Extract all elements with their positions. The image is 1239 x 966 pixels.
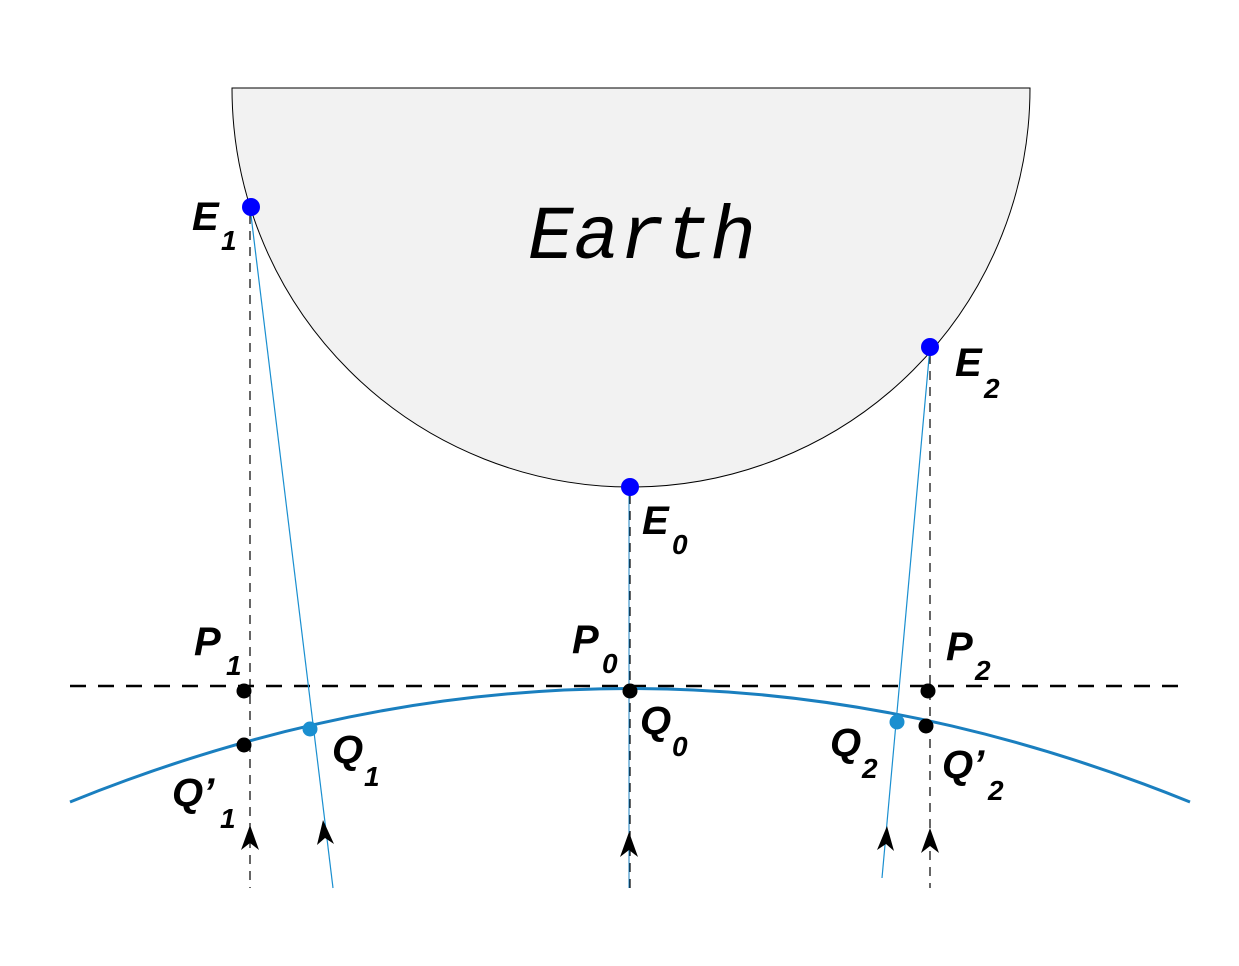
arrow-right-vertical: [921, 828, 939, 853]
slant-ray-2: [881, 346, 931, 879]
arrow-left-vertical: [241, 825, 259, 850]
point-e2: [921, 338, 939, 356]
label-q0-sub: 0: [672, 731, 688, 762]
label-p1-sub: 1: [226, 650, 242, 681]
label-e1-sub: 1: [221, 225, 237, 256]
arrow-right-slant: [877, 826, 894, 851]
label-q2-prime: Q’: [942, 743, 985, 787]
label-e2-sub: 2: [983, 373, 1000, 404]
label-e2: E: [955, 341, 983, 385]
label-p0-sub: 0: [602, 648, 618, 679]
label-p1: P: [194, 620, 221, 664]
label-q2-prime-sub: 2: [987, 775, 1004, 806]
point-q1: [302, 721, 318, 737]
label-p2: P: [946, 625, 973, 669]
point-q2: [889, 714, 905, 730]
label-q1-prime: Q’: [172, 771, 215, 815]
label-q2: Q: [830, 721, 861, 765]
label-q1: Q: [332, 728, 363, 772]
label-e1: E: [192, 195, 220, 239]
arrow-left-slant: [317, 820, 334, 845]
arrow-center: [620, 832, 638, 857]
label-e0: E: [642, 499, 670, 543]
label-e0-sub: 0: [672, 529, 688, 560]
label-q1-sub: 1: [364, 761, 380, 792]
earth-label: Earth: [528, 195, 756, 281]
label-p0: P: [572, 618, 599, 662]
point-e0: [621, 478, 639, 496]
earth-shape: [231, 87, 1031, 488]
point-q1-prime: [236, 737, 252, 753]
point-p0: [622, 683, 638, 699]
label-q2-sub: 2: [861, 753, 878, 784]
point-q2-prime: [918, 718, 934, 734]
point-e1: [242, 198, 260, 216]
point-p2: [920, 683, 936, 699]
point-p1: [236, 683, 252, 699]
label-q1-prime-sub: 1: [220, 803, 236, 834]
slant-ray-1: [249, 206, 334, 889]
label-q0: Q: [640, 699, 671, 743]
label-p2-sub: 2: [974, 655, 991, 686]
